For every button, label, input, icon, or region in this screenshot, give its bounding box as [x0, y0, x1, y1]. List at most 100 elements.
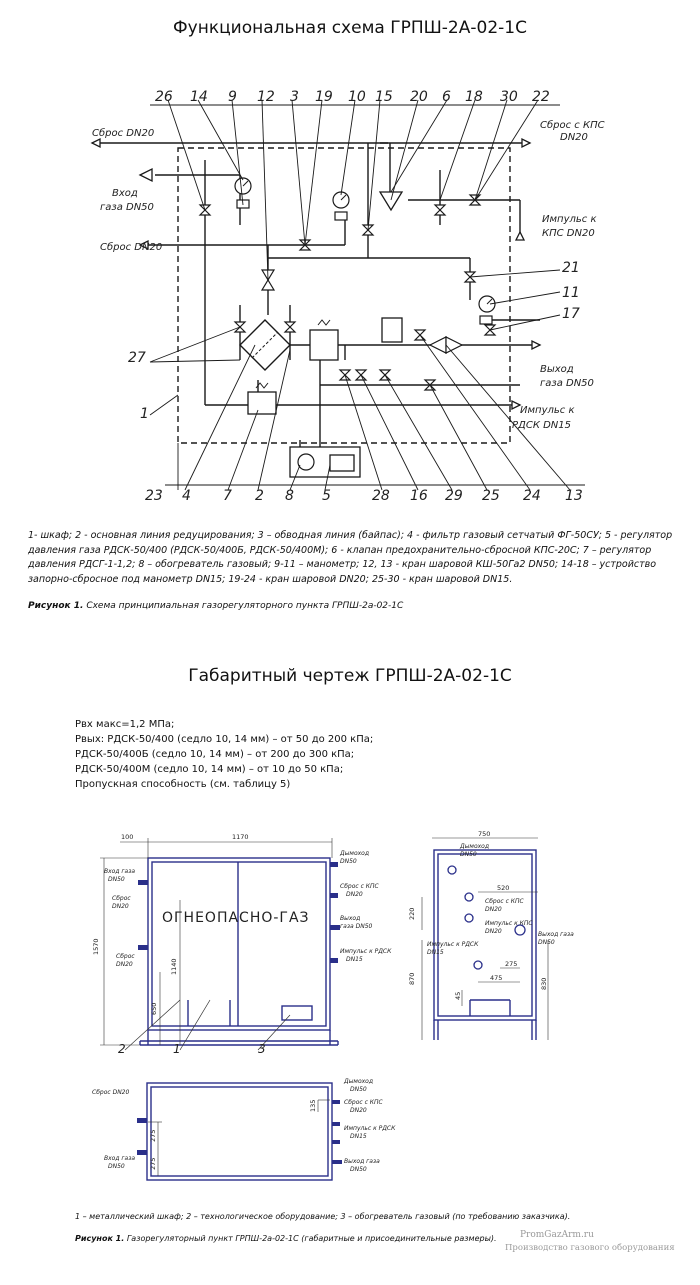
callout-15: 15 [375, 89, 393, 105]
side-label: Импульс к РДСК [427, 941, 479, 948]
side-label: DN20 [485, 906, 502, 913]
label-impuls-kps-2: КПС DN20 [542, 228, 595, 239]
label-impuls-rdsk-2: РДСК DN15 [512, 420, 571, 431]
dim-220: 220 [408, 908, 416, 920]
side-label: Импульс к КПС [485, 920, 533, 927]
watermark-site: PromGazArm.ru [520, 1230, 594, 1240]
front-label: DN20 [112, 903, 129, 910]
callout-20: 20 [410, 89, 428, 105]
callout-front-1: 1 [173, 1042, 181, 1056]
label-sbros-top: Сброс DN20 [92, 127, 154, 139]
top-label: Вход газа [104, 1155, 135, 1162]
dim-1170: 1170 [232, 833, 249, 841]
functional-scheme-title: Функциональная схема ГРПШ-2А-02-1С [173, 18, 527, 38]
dim-1570: 1570 [92, 938, 100, 955]
param-line: Пропускная способность (см. таблицу 5) [75, 779, 291, 790]
callout-13: 13 [565, 488, 583, 504]
label-impuls-rdsk-1: Импульс к [520, 405, 574, 416]
dim-275-top-b: 275 [149, 1158, 157, 1170]
figure1-prefix: Рисунок 1. [28, 601, 84, 611]
callout-27: 27 [128, 350, 146, 366]
side-label: Сброс с КПС [485, 898, 525, 905]
dim-100: 100 [121, 833, 133, 841]
callout-2: 2 [255, 488, 264, 504]
label-vhod-2: газа DN50 [100, 202, 154, 213]
callout-26: 26 [155, 89, 173, 105]
top-label: Выход газа [344, 1158, 380, 1165]
front-label: Сброс [116, 953, 135, 960]
side-label: DN50 [538, 939, 555, 946]
param-line: РДСК-50/400М (седло 10, 14 мм) – от 10 д… [75, 764, 344, 775]
dim-650: 650 [150, 1003, 158, 1015]
side-label: Дымоход [459, 843, 489, 850]
front-label: Сброс [112, 895, 131, 902]
front-label: Импульс к РДСК [340, 948, 392, 955]
figure2-prefix: Рисунок 1. [75, 1234, 125, 1243]
callout-6: 6 [442, 89, 451, 105]
label-vhod-1: Вход [112, 188, 138, 199]
label-sbros-kps-2: DN20 [560, 132, 588, 143]
top-label: DN50 [350, 1166, 367, 1173]
top-label: Импульс к РДСК [344, 1125, 396, 1132]
front-label: DN20 [346, 891, 363, 898]
top-label: DN50 [108, 1163, 125, 1170]
parameters-block: Рвх макс=1,2 МПа; Рвых: РДСК-50/400 (сед… [75, 717, 475, 792]
callout-16: 16 [410, 488, 428, 504]
front-cabinet [147, 857, 331, 1031]
callout-24: 24 [523, 488, 541, 504]
top-label: Сброс с КПС [344, 1099, 384, 1106]
top-label: DN50 [350, 1086, 367, 1093]
callout-front-2: 2 [118, 1042, 126, 1056]
side-label: DN20 [485, 928, 502, 935]
dim-275-top: 275 [149, 1130, 157, 1142]
callout-11: 11 [562, 285, 580, 301]
side-label: DN15 [427, 949, 444, 956]
dim-750: 750 [478, 830, 490, 838]
front-label: DN15 [346, 956, 363, 963]
label-vyhod-1: Выход [540, 364, 574, 375]
callout-3: 3 [290, 89, 299, 105]
front-label: Сброс с КПС [340, 883, 380, 890]
dimensional-drawing-title: Габаритный чертеж ГРПШ-2А-02-1С [188, 666, 512, 686]
front-label: DN50 [108, 876, 125, 883]
callout-10: 10 [348, 89, 366, 105]
dimensional-legend: 1 – металлический шкаф; 2 – технологичес… [75, 1212, 571, 1221]
top-label: Дымоход [343, 1078, 373, 1085]
callout-5: 5 [322, 488, 331, 504]
top-label: DN20 [350, 1107, 367, 1114]
callout-14: 14 [190, 89, 208, 105]
callout-28: 28 [372, 488, 390, 504]
dim-275: 275 [505, 960, 517, 968]
label-impuls-kps-1: Импульс к [542, 214, 596, 225]
label-vyhod-2: газа DN50 [540, 378, 594, 389]
front-label: Вход газа [104, 868, 135, 875]
dim-520: 520 [497, 884, 509, 892]
scheme-legend: 1- шкаф; 2 - основная линия редуцировани… [28, 530, 673, 585]
dimensional-drawings: 100 1170 1570 1140 650 ОГНЕОПАСНО-ГАЗ Вх… [92, 830, 574, 1181]
functional-scheme-diagram: 26 14 9 12 3 19 10 15 20 6 18 30 22 23 4… [90, 89, 605, 504]
watermark-tagline: Производство газового оборудования [505, 1243, 675, 1253]
top-label: DN15 [350, 1133, 367, 1140]
side-label: Выход газа [538, 931, 574, 938]
param-line: Рвх макс=1,2 МПа; [75, 719, 175, 730]
callout-29: 29 [445, 488, 463, 504]
front-label: DN20 [116, 961, 133, 968]
param-line: Рвых: РДСК-50/400 (седло 10, 14 мм) – от… [75, 734, 374, 745]
callout-9: 9 [228, 89, 237, 105]
figure2-caption: Рисунок 1. Газорегуляторный пункт ГРПШ-2… [75, 1232, 675, 1247]
callout-25: 25 [482, 488, 500, 504]
callout-8: 8 [285, 488, 294, 504]
front-label: DN50 [340, 858, 357, 865]
front-label: Выход [340, 915, 360, 922]
front-label: Дымоход [339, 850, 369, 857]
dim-870: 870 [408, 973, 416, 985]
callout-23: 23 [145, 488, 163, 504]
callout-4: 4 [182, 488, 191, 504]
callout-1: 1 [140, 406, 149, 422]
callout-front-3: 3 [258, 1042, 266, 1056]
label-sbros-kps-1: Сброс с КПС [540, 119, 605, 131]
dim-45: 45 [454, 992, 462, 1000]
callout-30: 30 [500, 89, 518, 105]
side-label: DN50 [460, 851, 477, 858]
cabinet-outline [177, 147, 511, 444]
